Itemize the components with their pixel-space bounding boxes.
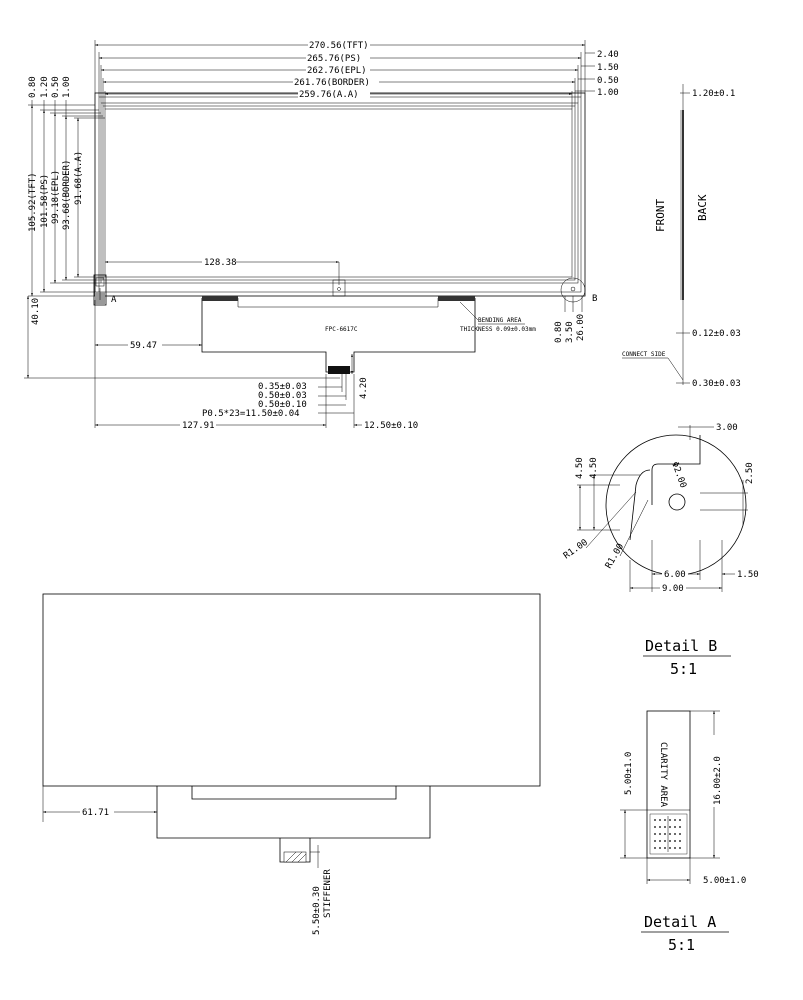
dim-2600: 26.00	[576, 314, 586, 341]
dim-128-group: 128.38	[105, 256, 346, 297]
left-offset-2: 1.20	[40, 76, 50, 98]
detail-b-dim-450b: 4.50	[589, 457, 599, 479]
back-dim-6171: 61.71	[82, 808, 109, 818]
right-offset-1: 2.40	[597, 50, 619, 60]
front-label: FRONT	[654, 199, 667, 232]
detail-b-dim-250: 2.50	[745, 462, 755, 484]
side-dim-030: 0.30±0.03	[692, 379, 741, 389]
height-ps-label: 101.58(PS)	[40, 174, 50, 228]
bending-area-right	[438, 296, 475, 301]
detail-a-dim-1600: 16.00±2.0	[713, 756, 723, 805]
corner-b: B	[560, 277, 597, 304]
fpc-name-label: FPC-6617C	[325, 326, 358, 333]
dim-080: 0.80	[554, 321, 564, 343]
detail-a: CLARITY AREA 5.00±1.0 16.00±2.0 5.00±1.0…	[620, 710, 746, 954]
side-dim-012: 0.12±0.03	[692, 329, 741, 339]
left-offset-1: 0.80	[28, 76, 38, 98]
side-thickness-top: 1.20±0.1	[692, 89, 735, 99]
back-label: BACK	[696, 194, 709, 221]
panel-outline-border	[102, 105, 576, 281]
width-epl-label: 262.76(EPL)	[307, 66, 367, 76]
right-vertical-dims: 0.80 3.50 26.00	[554, 296, 586, 343]
detail-b-dim-150: 1.50	[737, 570, 759, 580]
label-a: A	[111, 295, 117, 305]
stiffener-dim: 5.50±0.30	[312, 886, 322, 935]
detail-a-title: Detail A	[644, 913, 716, 931]
width-border-label: 261.76(BORDER)	[294, 78, 370, 88]
bending-area-left	[202, 296, 238, 301]
left-offset-4: 1.00	[62, 76, 72, 98]
width-ps-label: 265.76(PS)	[307, 54, 361, 64]
dim-420: 4.20	[359, 377, 369, 399]
width-aa-label: 259.76(A.A)	[299, 90, 359, 100]
detail-b-r2: R1.00	[604, 542, 626, 570]
height-epl-label: 99.18(EPL)	[51, 170, 61, 224]
thickness-label: THICKNESS 0.09±0.03mm	[460, 326, 536, 333]
height-border-label: 93.68(BORDER)	[62, 160, 72, 230]
clarity-area-label: CLARITY AREA	[658, 742, 668, 808]
detail-b-scale: 5:1	[670, 660, 697, 678]
dim-12791: 127.91	[182, 421, 215, 431]
detail-a-dim-500h: 5.00±1.0	[703, 876, 746, 886]
height-dimensions: 105.92(TFT) 101.58(PS) 99.18(EPL) 93.68(…	[28, 76, 105, 297]
corner-a: A	[93, 274, 117, 306]
width-tft-label: 270.56(TFT)	[309, 41, 369, 51]
right-offset-4: 1.00	[597, 88, 619, 98]
bending-area-label: BENDING AREA	[478, 317, 522, 324]
pin-dim-3: 0.50±0.10	[258, 400, 307, 410]
dim-4010: 40.10	[31, 298, 41, 325]
detail-a-scale: 5:1	[668, 936, 695, 954]
panel-outline-ps	[98, 96, 582, 293]
back-view: 61.71 5.50±0.30 STIFFENER	[42, 593, 541, 935]
dim-4010-group: 40.10	[24, 296, 340, 379]
dim-5947: 59.47	[130, 341, 157, 351]
detail-b-dim-600: 6.00	[664, 570, 686, 580]
detail-a-outline	[646, 710, 691, 859]
width-dimensions: 270.56(TFT) 265.76(PS) 262.76(EPL) 261.7…	[94, 39, 619, 109]
pin-dim-1: 0.35±0.03	[258, 382, 307, 392]
stiffener-label: STIFFENER	[323, 869, 333, 918]
detail-b: 3.00 4.50 4.50 Φ2.00 2.50 R1.00 R1.00 6.…	[562, 423, 759, 678]
panel-outline-epl	[100, 102, 579, 284]
right-offset-2: 1.50	[597, 63, 619, 73]
connect-side-label: CONNECT SIDE	[622, 351, 666, 358]
top-view: 270.56(TFT) 265.76(PS) 262.76(EPL) 261.7…	[24, 39, 619, 431]
detail-b-dim-900: 9.00	[662, 584, 684, 594]
pin-dims: 0.35±0.03 0.50±0.03 0.50±0.10 P0.5*23=11…	[95, 354, 418, 431]
panel-outline-active-area	[104, 108, 573, 278]
detail-b-r1: R1.00	[562, 538, 590, 562]
detail-a-pads	[649, 813, 688, 855]
detail-b-phi: Φ2.00	[669, 461, 688, 490]
height-tft-label: 105.92(TFT)	[28, 172, 38, 232]
detail-b-title: Detail B	[645, 637, 717, 655]
dim-350: 3.50	[565, 321, 575, 343]
back-panel-outline	[42, 593, 541, 787]
detail-a-dim-500v: 5.00±1.0	[624, 752, 634, 795]
detail-b-circle	[605, 434, 747, 576]
label-b: B	[592, 294, 597, 304]
detail-b-dim-300: 3.00	[716, 423, 738, 433]
fpc-contacts	[328, 366, 350, 374]
pin-dim-2: 0.50±0.03	[258, 391, 307, 401]
height-aa-label: 91.68(A.A)	[74, 151, 84, 205]
dim-5947-group: 59.47	[94, 300, 202, 428]
side-view: 1.20±0.1 FRONT BACK 0.12±0.03 CONNECT SI…	[622, 84, 741, 389]
left-offset-3: 0.50	[51, 76, 61, 98]
fpc-tail: FPC-6617C BENDING AREA THICKNESS 0.09±0.…	[201, 296, 536, 374]
pin-dim-4: P0.5*23=11.50±0.04	[202, 409, 300, 419]
dim-1250: 12.50±0.10	[364, 421, 418, 431]
right-offset-3: 0.50	[597, 76, 619, 86]
dim-128-label: 128.38	[204, 258, 237, 268]
panel-outline-tft	[94, 92, 586, 297]
detail-b-dim-450a: 4.50	[575, 457, 585, 479]
